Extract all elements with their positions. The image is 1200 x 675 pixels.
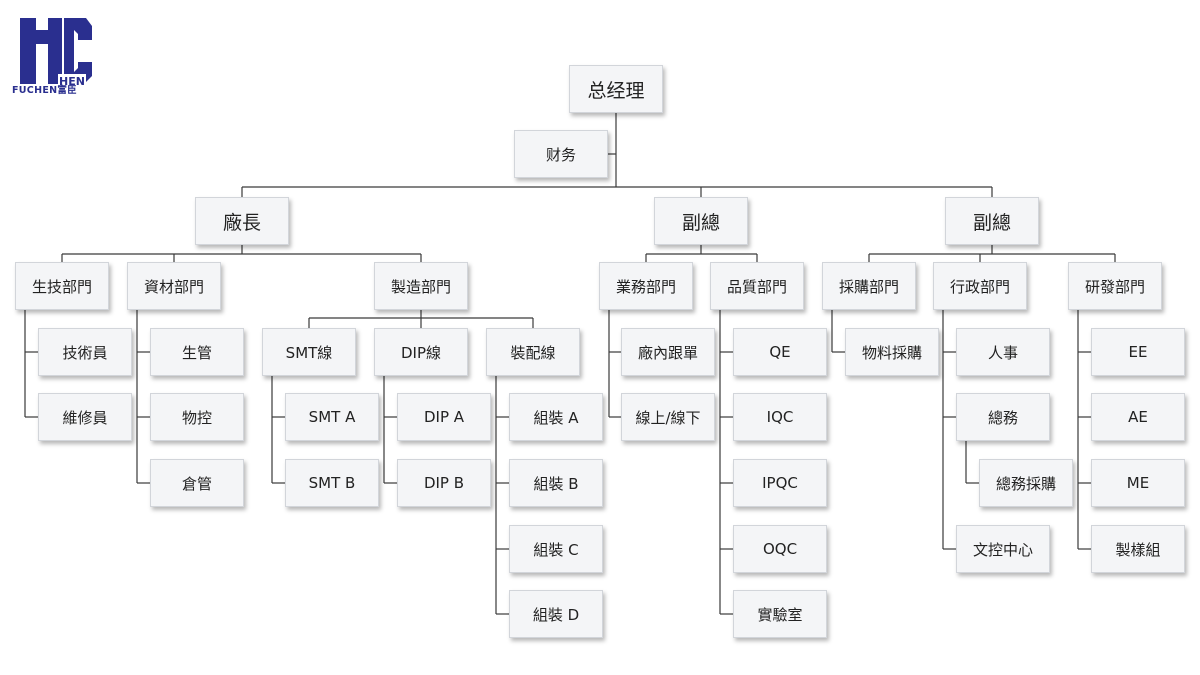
- node-dip-b: DIP B: [397, 459, 491, 507]
- node-prod-tech-dept: 生技部門: [15, 262, 109, 310]
- node-online-offline: 線上/線下: [621, 393, 715, 441]
- node-technician: 技術員: [38, 328, 132, 376]
- node-assembly-d: 組裝 D: [509, 590, 603, 638]
- node-admin-dept: 行政部門: [933, 262, 1027, 310]
- node-ceo: 总经理: [569, 65, 663, 113]
- node-dip-line: DIP線: [374, 328, 468, 376]
- node-assembly-b: 組裝 B: [509, 459, 603, 507]
- node-rd-dept: 研發部門: [1068, 262, 1162, 310]
- node-document-control-center: 文控中心: [956, 525, 1050, 573]
- node-vice-gm-2: 副總: [945, 197, 1039, 245]
- node-factory-manager: 廠長: [195, 197, 289, 245]
- node-smt-a: SMT A: [285, 393, 379, 441]
- node-smt-line: SMT線: [262, 328, 356, 376]
- node-factory-follow-up: 廠內跟單: [621, 328, 715, 376]
- node-quality-dept: 品質部門: [710, 262, 804, 310]
- svg-text:HEN: HEN: [59, 75, 85, 88]
- node-iqc: IQC: [733, 393, 827, 441]
- brand-logo-text: FUCHEN富臣: [12, 85, 77, 96]
- node-hr: 人事: [956, 328, 1050, 376]
- node-assembly-a: 組裝 A: [509, 393, 603, 441]
- node-ee: EE: [1091, 328, 1185, 376]
- node-smt-b: SMT B: [285, 459, 379, 507]
- node-ipqc: IPQC: [733, 459, 827, 507]
- node-dip-a: DIP A: [397, 393, 491, 441]
- fuchen-logo-icon: HEN: [20, 18, 92, 88]
- node-maintenance: 維修員: [38, 393, 132, 441]
- node-assembly-line: 裝配線: [486, 328, 580, 376]
- node-finance: 财务: [514, 130, 608, 178]
- node-sample-group: 製樣組: [1091, 525, 1185, 573]
- node-laboratory: 實驗室: [733, 590, 827, 638]
- node-sales-dept: 業務部門: [599, 262, 693, 310]
- node-material-control: 物控: [150, 393, 244, 441]
- node-oqc: OQC: [733, 525, 827, 573]
- node-general-affairs: 總務: [956, 393, 1050, 441]
- node-me: ME: [1091, 459, 1185, 507]
- node-production-control: 生管: [150, 328, 244, 376]
- node-general-affairs-purchasing: 總務採購: [979, 459, 1073, 507]
- node-vice-gm-1: 副總: [654, 197, 748, 245]
- node-assembly-c: 組裝 C: [509, 525, 603, 573]
- node-purchasing-dept: 採購部門: [822, 262, 916, 310]
- node-ae: AE: [1091, 393, 1185, 441]
- node-warehouse: 倉管: [150, 459, 244, 507]
- node-materials-dept: 資材部門: [127, 262, 221, 310]
- node-manufacturing-dept: 製造部門: [374, 262, 468, 310]
- node-qe: QE: [733, 328, 827, 376]
- node-material-purchasing: 物料採購: [845, 328, 939, 376]
